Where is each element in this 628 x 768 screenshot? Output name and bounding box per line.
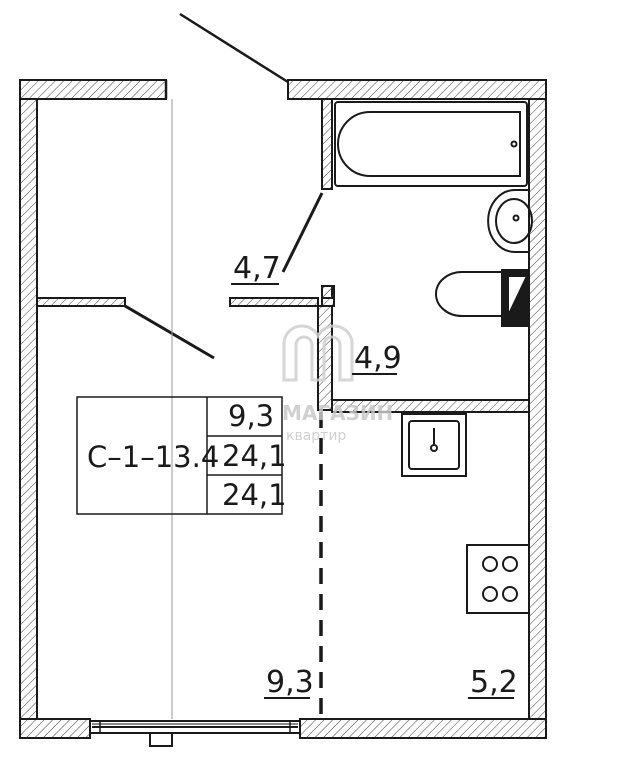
unit-code: С–1–13.4 — [87, 440, 219, 474]
room-area-hall: 4,7 — [233, 251, 281, 286]
watermark: МАГАЗИН квартир — [282, 324, 393, 444]
washbasin-icon — [487, 189, 533, 253]
total-with-balcony-value: 24,1 — [222, 478, 287, 512]
room-area-kitchen: 5,2 — [470, 665, 518, 700]
stove-icon — [466, 544, 530, 614]
toilet-icon — [435, 269, 530, 327]
watermark-logo-icon — [282, 324, 354, 382]
exterior-walls — [19, 79, 547, 739]
room-labels: 4,7 4,9 9,3 5,2 — [231, 251, 518, 700]
watermark-title: МАГАЗИН — [282, 401, 393, 425]
room-area-bathroom: 4,9 — [354, 341, 402, 376]
window — [89, 720, 301, 747]
interior-walls — [36, 98, 530, 413]
entrance-door — [164, 12, 289, 99]
watermark-subtitle: квартир — [286, 428, 346, 444]
kitchen-sink-icon — [401, 413, 467, 477]
door-swings — [124, 192, 324, 360]
total-area-value: 24,1 — [222, 439, 287, 473]
area-table — [76, 396, 283, 515]
living-area-value: 9,3 — [228, 399, 274, 433]
bathtub-icon — [334, 101, 528, 187]
room-area-living: 9,3 — [266, 665, 314, 700]
